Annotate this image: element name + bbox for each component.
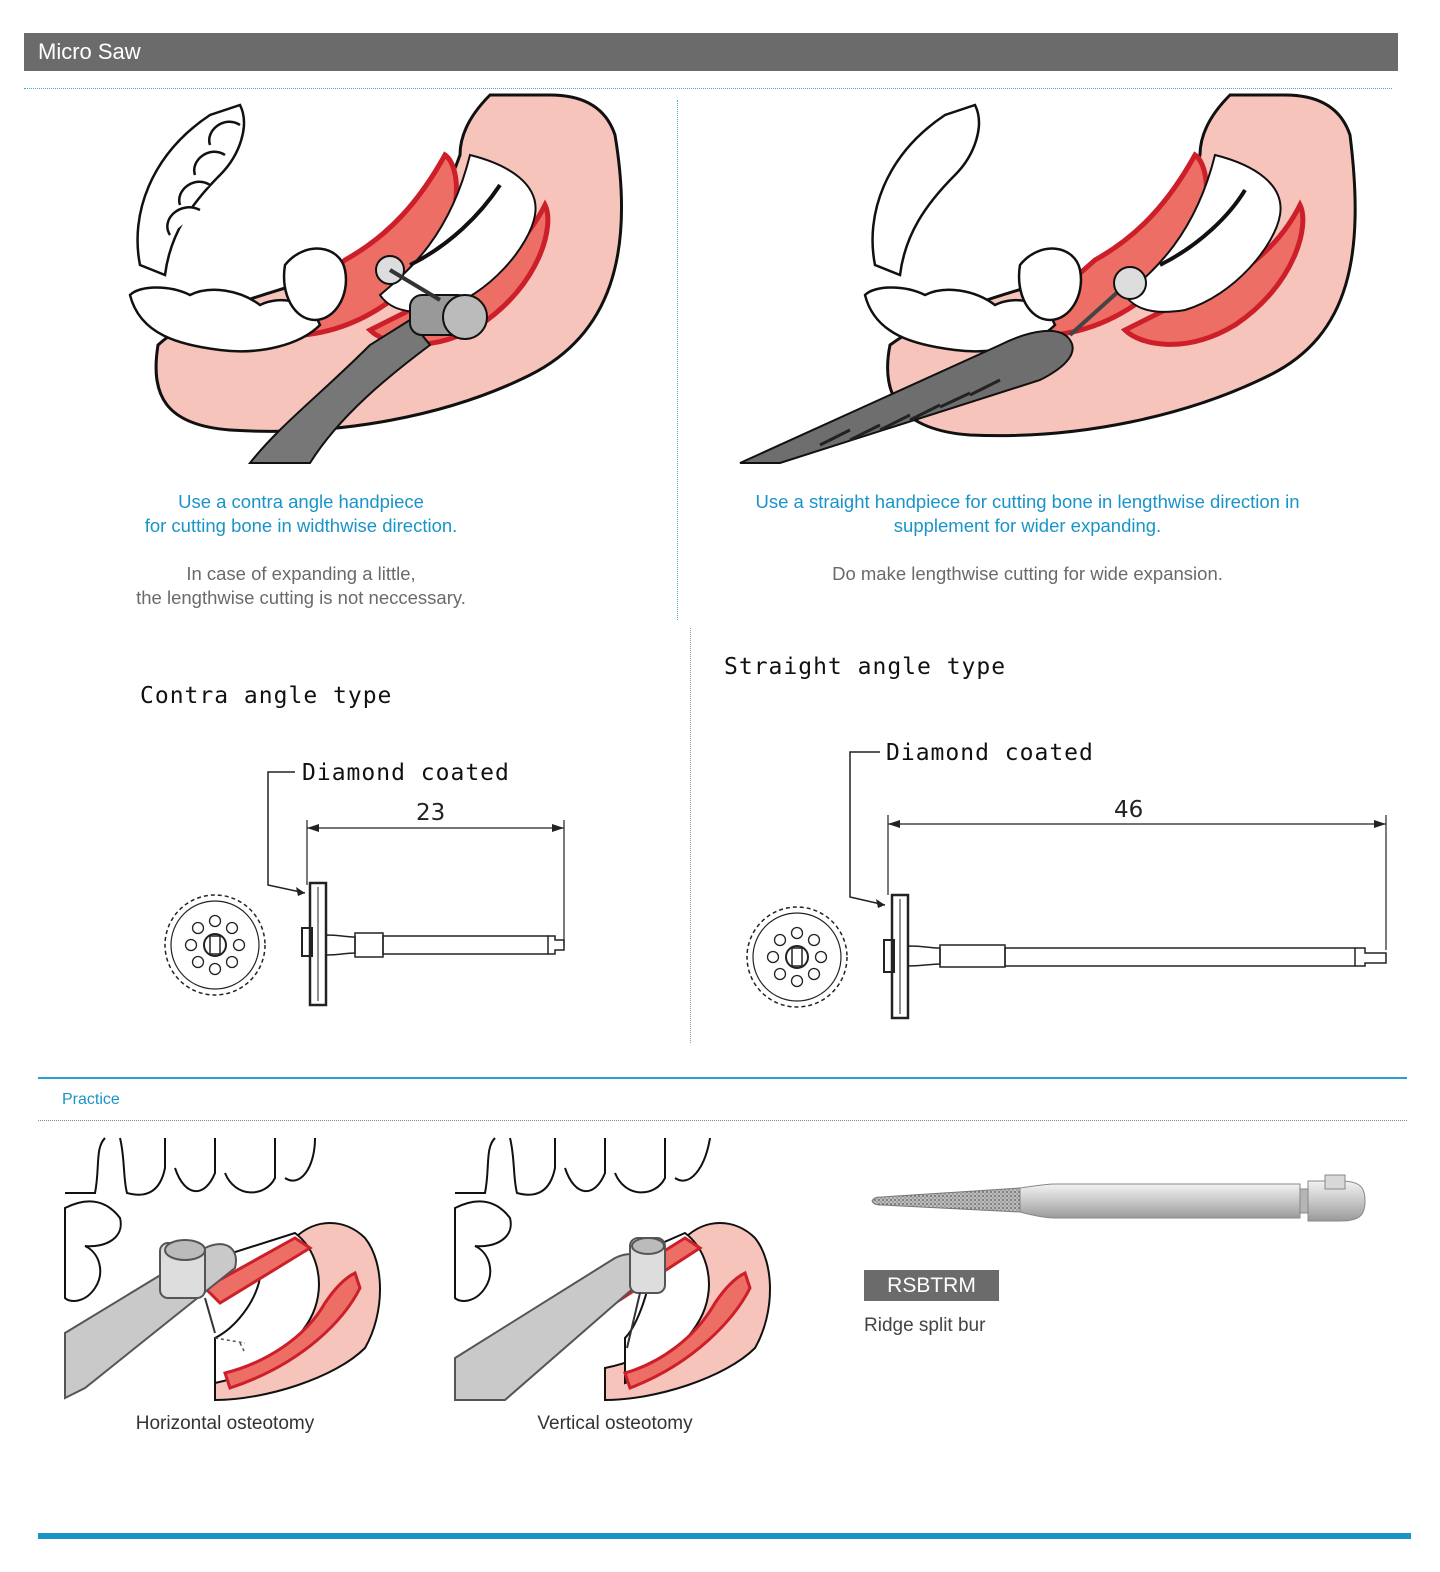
practice-label: Practice — [62, 1091, 120, 1108]
caption-line: supplement for wider expanding. — [893, 515, 1162, 536]
caption-line: Use a contra angle handpiece — [178, 491, 424, 512]
contra-coating-label: Diamond coated — [302, 760, 510, 786]
header-bar: Micro Saw — [24, 33, 1398, 71]
product-name: Ridge split bur — [864, 1315, 986, 1336]
caption-line: In case of expanding a little, — [186, 563, 416, 584]
caption-line: the lengthwise cutting is not neccessary… — [136, 587, 466, 608]
caption-line: for cutting bone in widthwise direction. — [144, 515, 458, 536]
practice-caption-vertical: Vertical osteotomy — [537, 1413, 693, 1434]
drawing-divider — [690, 628, 691, 1043]
contra-caption-secondary: In case of expanding a little, the lengt… — [60, 562, 542, 610]
contra-length-value: 23 — [416, 800, 446, 826]
vertical-osteotomy-illustration — [454, 1137, 775, 1402]
caption-line: Use a straight handpiece for cutting bon… — [755, 491, 1300, 512]
page-title: Micro Saw — [38, 39, 141, 64]
contra-angle-illustration — [128, 93, 624, 464]
practice-rule — [38, 1077, 1407, 1079]
straight-coating-label: Diamond coated — [886, 740, 1094, 766]
practice-caption-horizontal: Horizontal osteotomy — [135, 1413, 315, 1434]
contra-caption-primary: Use a contra angle handpiece for cutting… — [60, 490, 542, 538]
straight-type-title: Straight angle type — [724, 654, 1007, 680]
header-divider — [24, 88, 1392, 89]
ridge-split-bur-image — [871, 1174, 1366, 1222]
straight-caption-secondary: Do make lengthwise cutting for wide expa… — [700, 562, 1355, 586]
contra-technical-drawing — [164, 771, 565, 1007]
straight-caption-primary: Use a straight handpiece for cutting bon… — [700, 490, 1355, 538]
straight-length-value: 46 — [1114, 797, 1144, 823]
caption-line: Do make lengthwise cutting for wide expa… — [832, 563, 1223, 584]
straight-technical-drawing — [746, 751, 1387, 1020]
practice-divider — [38, 1120, 1407, 1121]
straight-handpiece-illustration — [739, 93, 1357, 464]
contra-type-title: Contra angle type — [140, 683, 393, 709]
horizontal-osteotomy-illustration — [64, 1137, 385, 1402]
footer-rule — [38, 1533, 1411, 1539]
panel-divider — [677, 100, 678, 620]
product-code-badge: RSBTRM — [864, 1270, 999, 1301]
